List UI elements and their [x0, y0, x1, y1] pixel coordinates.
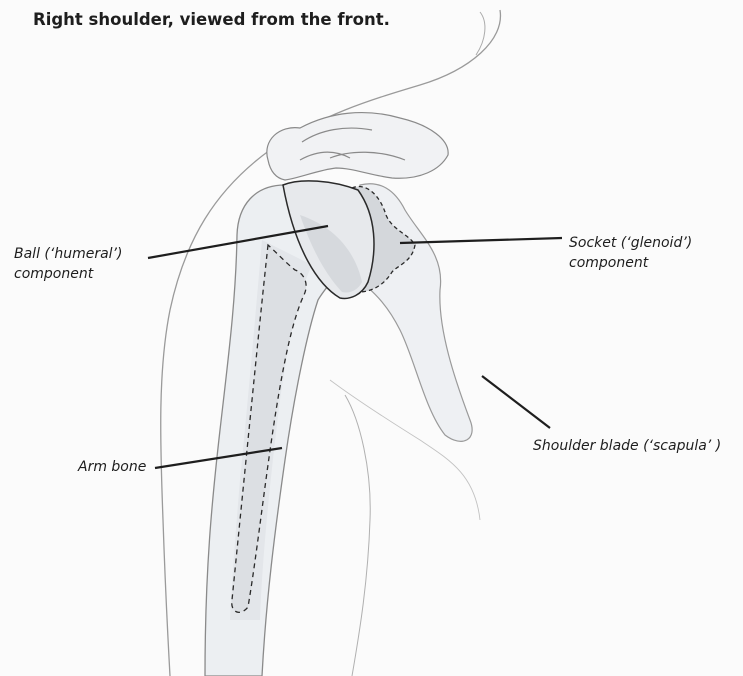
scapula-label: Shoulder blade (‘scapula’ ): [533, 436, 721, 456]
diagram-title: Right shoulder, viewed from the front.: [33, 10, 390, 29]
clavicle: [267, 113, 448, 180]
arm-bone-label: Arm bone: [78, 457, 146, 477]
socket-label-line1: Socket (‘glenoid’): [569, 233, 692, 253]
ball-component-label: Ball (‘humeral’) component: [14, 244, 122, 284]
torso-outline: [345, 395, 370, 676]
ball-label-line1: Ball (‘humeral’): [14, 244, 122, 264]
socket-component-label: Socket (‘glenoid’) component: [569, 233, 692, 273]
socket-label-line2: component: [569, 253, 692, 273]
scapula-leader-line: [482, 376, 550, 428]
neck-outline: [476, 12, 485, 55]
ball-label-line2: component: [14, 264, 122, 284]
